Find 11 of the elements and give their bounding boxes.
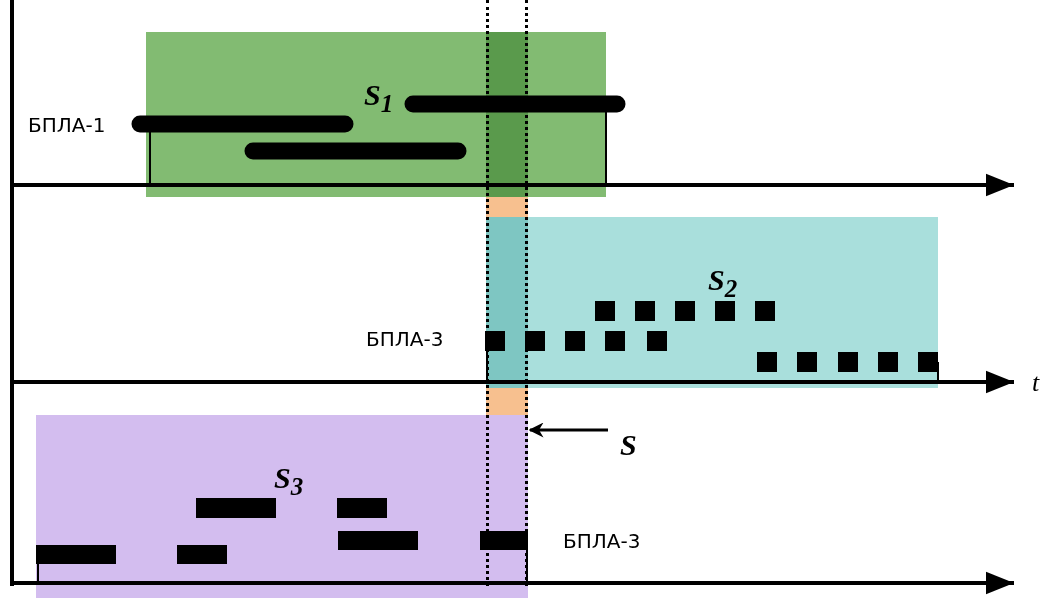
overlap-band	[486, 0, 528, 586]
track-label: БПЛА-3	[563, 531, 641, 551]
set-label: S	[620, 430, 637, 460]
region-label: S$_{1}$	[364, 80, 394, 116]
track-label: БПЛА-3	[366, 329, 444, 349]
track-label: БПЛА-1	[28, 115, 106, 135]
region-label: S$_{3}$	[274, 463, 304, 499]
region-label: S$_{2}$	[708, 265, 738, 301]
shaded-region	[528, 217, 938, 388]
axis-label: t	[1032, 370, 1040, 396]
arrow	[528, 422, 608, 438]
